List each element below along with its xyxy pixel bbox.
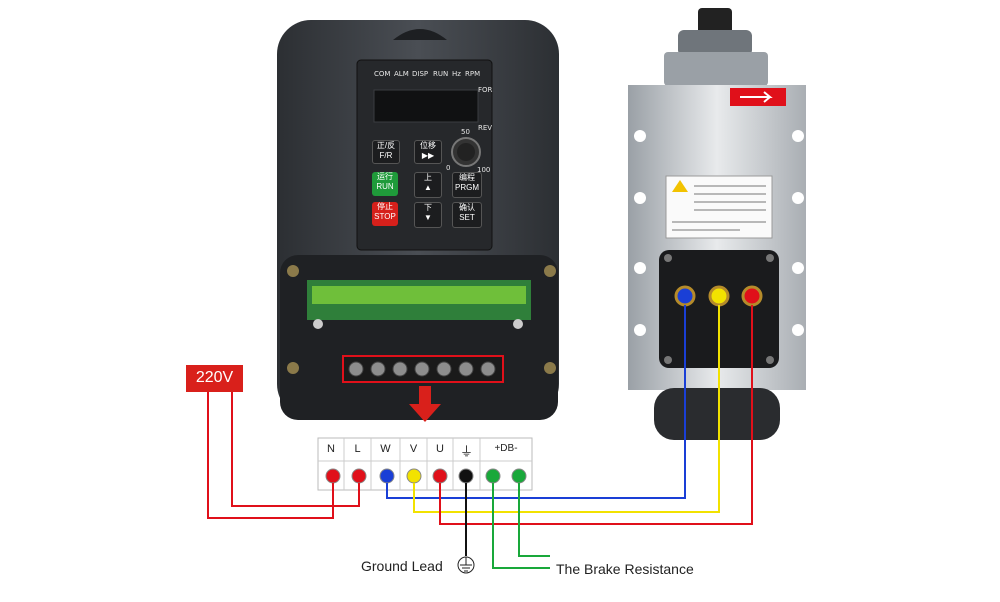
knob-mark-100: 100	[477, 166, 491, 174]
up-key[interactable]: 上 ▲	[414, 172, 442, 198]
motor-terminal-u	[741, 285, 763, 307]
prgm-key-cn: 编程	[459, 173, 475, 182]
down-key-cn: 下	[424, 203, 432, 212]
prgm-key[interactable]: 编程 PRGM	[452, 172, 482, 198]
terminal-label-w: W	[380, 443, 391, 455]
indicator-hz: Hz	[452, 70, 461, 78]
spindle-motor	[628, 8, 806, 440]
indicator-rpm: RPM	[465, 70, 481, 78]
knob-mark-0: 0	[446, 164, 451, 172]
terminal-block	[317, 437, 533, 491]
stop-key-label: STOP	[374, 212, 396, 221]
wires	[207, 305, 753, 569]
indicator-run: RUN	[433, 70, 449, 78]
wire-w	[386, 305, 686, 499]
stop-key[interactable]: 停止 STOP	[372, 202, 398, 226]
stop-key-cn: 停止	[377, 202, 393, 211]
fr-key-cn: 正/反	[376, 141, 396, 150]
run-key-label: RUN	[376, 182, 394, 191]
knob-mark-50: 50	[461, 128, 470, 136]
run-key-cn: 运行	[377, 172, 393, 181]
terminal-label-l: L	[354, 443, 361, 455]
led-display	[373, 89, 479, 123]
down-arrow	[409, 386, 441, 422]
wire-supply-n	[207, 392, 334, 519]
wire-supply-l	[231, 392, 360, 507]
ground-lead-label: Ground Lead	[361, 558, 443, 574]
set-key-cn: 确认	[459, 203, 475, 212]
terminal-label-u: U	[436, 443, 444, 455]
up-key-glyph: ▲	[424, 183, 432, 192]
ground-symbol-icon	[457, 556, 475, 574]
shift-key[interactable]: 位移 ▶▶	[414, 140, 442, 164]
wire-u	[439, 305, 753, 525]
motor-terminal-w	[674, 285, 696, 307]
shift-key-cn: 位移	[420, 141, 436, 150]
supply-label: 220V	[195, 369, 234, 386]
control-terminal-screws	[313, 319, 523, 329]
brake-resistance-label: The Brake Resistance	[556, 561, 694, 577]
indicator-disp: DISP	[412, 70, 429, 78]
run-key[interactable]: 运行 RUN	[372, 172, 398, 196]
indicator-alm: ALM	[394, 70, 409, 78]
set-key-label: SET	[459, 213, 475, 222]
fr-key[interactable]: 正/反 F/R	[372, 140, 400, 164]
for-label: FOR	[478, 86, 493, 94]
terminal-label-n: N	[327, 443, 335, 455]
wire-brake-b	[518, 483, 550, 557]
shift-key-glyph: ▶▶	[421, 151, 435, 160]
wire-brake-a	[492, 483, 550, 569]
down-key-glyph: ▼	[424, 213, 432, 222]
set-key[interactable]: 确认 SET	[452, 202, 482, 228]
rev-label: REV	[478, 124, 493, 132]
motor-terminal-v	[708, 285, 730, 307]
wire-v	[413, 305, 720, 513]
supply-label-box	[186, 365, 243, 392]
down-key[interactable]: 下 ▼	[414, 202, 442, 228]
terminal-label-v: V	[409, 443, 418, 455]
indicator-com: COM	[374, 70, 391, 78]
terminal-label-db: +DB-	[494, 443, 518, 454]
prgm-key-label: PRGM	[455, 183, 479, 192]
terminal-label-ground: ⏚	[459, 445, 473, 460]
up-key-cn: 上	[424, 173, 432, 182]
fr-key-label: F/R	[379, 151, 393, 160]
